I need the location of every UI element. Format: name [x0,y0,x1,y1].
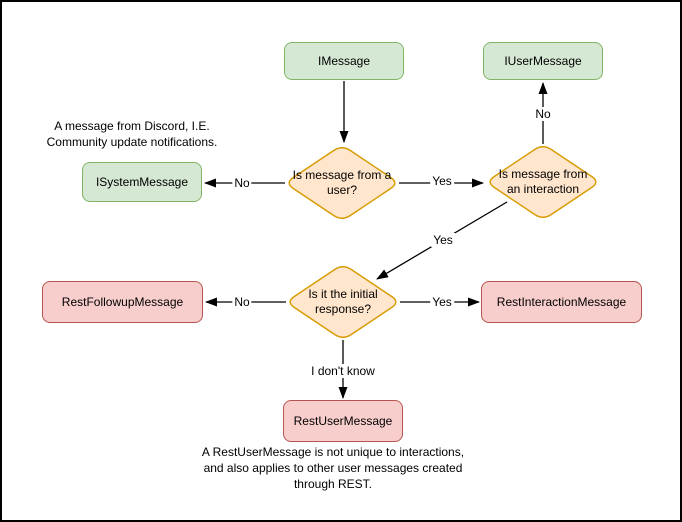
edge-label-d2-yes: Yes [431,233,455,247]
edge-label-d2-no: No [533,107,553,121]
decision-label-from-user: Is message from a user? [292,168,392,197]
decision-label-initial-response: Is it the initial response? [308,287,378,316]
edge-label-d3-unknown: I don't know [309,364,377,378]
edge-label-d1-yes: Yes [430,174,454,188]
edge-label-d3-yes: Yes [430,295,454,309]
annotation-rest-user-message-note: A RestUserMessage is not unique to inter… [201,445,465,491]
node-isystemmessage: ISystemMessage [82,162,202,202]
node-restfollowupmessage: RestFollowupMessage [42,281,203,323]
edge-label-d1-no: No [232,176,252,190]
node-restinteractionmessage: RestInteractionMessage [481,281,642,323]
node-restusermessage: RestUserMessage [283,400,403,442]
annotation-system-message-note: A message from Discord, I.E. Community u… [46,119,218,149]
edge-label-d3-no: No [232,295,252,309]
node-imessage: IMessage [284,42,404,80]
decision-label-from-interaction: Is message from an interaction [498,167,588,196]
node-iusermessage: IUserMessage [483,42,603,80]
